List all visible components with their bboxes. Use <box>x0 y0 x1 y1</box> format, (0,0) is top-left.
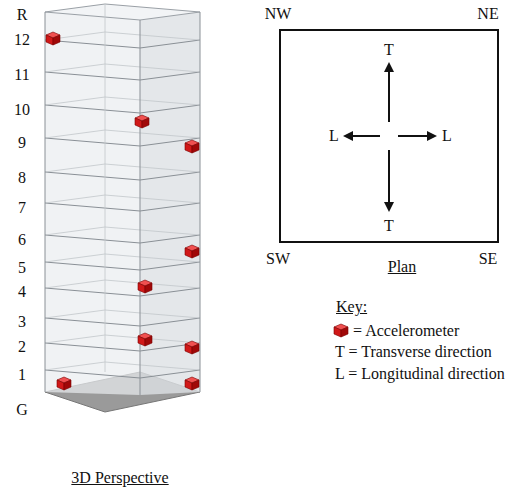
direction-label: L <box>329 128 339 144</box>
direction-label: T <box>384 218 394 234</box>
direction-label: L <box>442 128 452 144</box>
floor-label: 8 <box>18 170 26 186</box>
floor-label: G <box>16 402 28 418</box>
floor-label: 6 <box>18 232 26 248</box>
floor-label: 3 <box>18 314 26 330</box>
caption-label: Key: <box>336 299 367 315</box>
caption-label: 3D Perspective <box>71 470 168 486</box>
corner-label: NE <box>477 6 498 22</box>
corner-label: SW <box>266 251 290 267</box>
corner-label: NW <box>265 6 292 22</box>
floor-label: 1 <box>18 367 26 383</box>
key-line: T = Transverse direction <box>335 344 492 360</box>
key-line: L = Longitudinal direction <box>335 366 505 382</box>
direction-label: T <box>384 42 394 58</box>
floor-label: 4 <box>18 284 26 300</box>
floor-label: R <box>17 7 28 23</box>
corner-label: SE <box>479 251 498 267</box>
floor-label: 2 <box>18 339 26 355</box>
floor-label: 10 <box>14 102 30 118</box>
floor-label: 9 <box>18 135 26 151</box>
floor-label: 11 <box>14 67 29 83</box>
legend-text: = Accelerometer <box>353 323 459 339</box>
floor-label: 12 <box>14 32 30 48</box>
floor-label: 7 <box>18 200 26 216</box>
caption-label: Plan <box>388 259 416 275</box>
floor-label: 5 <box>18 260 26 276</box>
